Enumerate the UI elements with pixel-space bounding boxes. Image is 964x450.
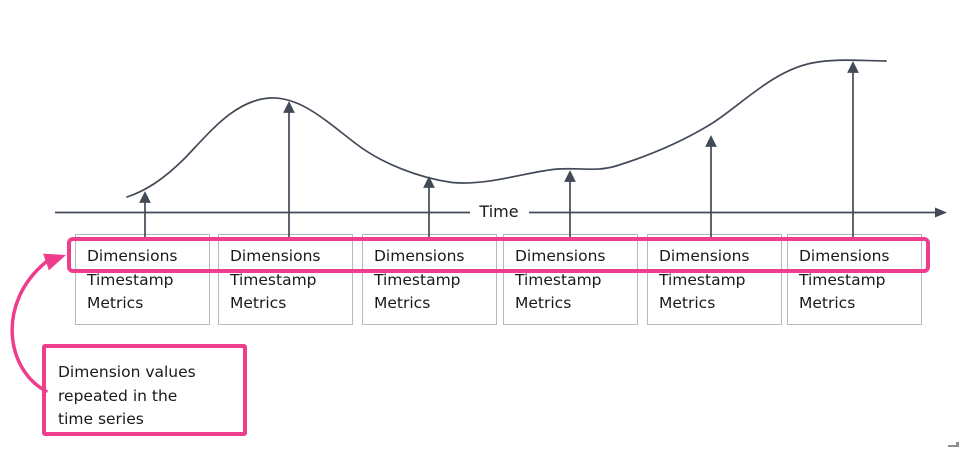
sample-arrow-head-2: [283, 101, 295, 113]
record-box-3: Dimensions Timestamp Metrics: [362, 234, 497, 325]
cursor-artifact: [948, 442, 959, 447]
record-timestamp-label: Timestamp: [230, 270, 317, 289]
record-dimensions-label: Dimensions: [230, 247, 321, 265]
callout-text-line: repeated in the: [58, 386, 178, 405]
record-dimensions-label: Dimensions: [374, 247, 465, 265]
sample-arrow-head-1: [139, 191, 151, 203]
record-timestamp-label: Timestamp: [659, 270, 746, 289]
record-timestamp-label: Timestamp: [87, 270, 174, 289]
record-metrics-label: Metrics: [515, 294, 572, 312]
record-dimensions-label: Dimensions: [87, 247, 178, 265]
sample-arrow-head-3: [423, 176, 435, 188]
sample-arrow-head-5: [705, 135, 717, 147]
record-box-1: Dimensions Timestamp Metrics: [75, 234, 210, 325]
callout-arrow-curve: [10, 260, 48, 393]
record-metrics-label: Metrics: [659, 294, 716, 312]
callout-arrow-head-icon: [43, 253, 66, 271]
record-timestamp-label: Timestamp: [799, 270, 886, 289]
record-metrics-label: Metrics: [230, 294, 287, 312]
record-metrics-label: Metrics: [799, 294, 856, 312]
record-timestamp-label: Timestamp: [374, 270, 461, 289]
record-box-4: Dimensions Timestamp Metrics: [503, 234, 638, 325]
callout-text-line: time series: [58, 410, 144, 428]
record-dimensions-label: Dimensions: [799, 247, 890, 265]
callout-text-line: Dimension values: [58, 363, 196, 381]
sample-arrow-head-4: [564, 170, 576, 182]
time-axis-arrowhead-icon: [935, 207, 947, 218]
record-dimensions-label: Dimensions: [515, 247, 606, 265]
record-box-2: Dimensions Timestamp Metrics: [218, 234, 353, 325]
annotation-callout: Dimension values repeated in the time se…: [42, 344, 247, 436]
record-box-6: Dimensions Timestamp Metrics: [787, 234, 922, 325]
time-axis-label: Time: [468, 202, 530, 222]
record-metrics-label: Metrics: [374, 294, 431, 312]
dimensions-row-highlight: [67, 237, 930, 273]
time-series-curve: [126, 59, 887, 198]
record-box-5: Dimensions Timestamp Metrics: [647, 234, 782, 325]
sample-arrow-head-6: [847, 61, 859, 73]
record-timestamp-label: Timestamp: [515, 270, 602, 289]
record-dimensions-label: Dimensions: [659, 247, 750, 265]
record-metrics-label: Metrics: [87, 294, 144, 312]
